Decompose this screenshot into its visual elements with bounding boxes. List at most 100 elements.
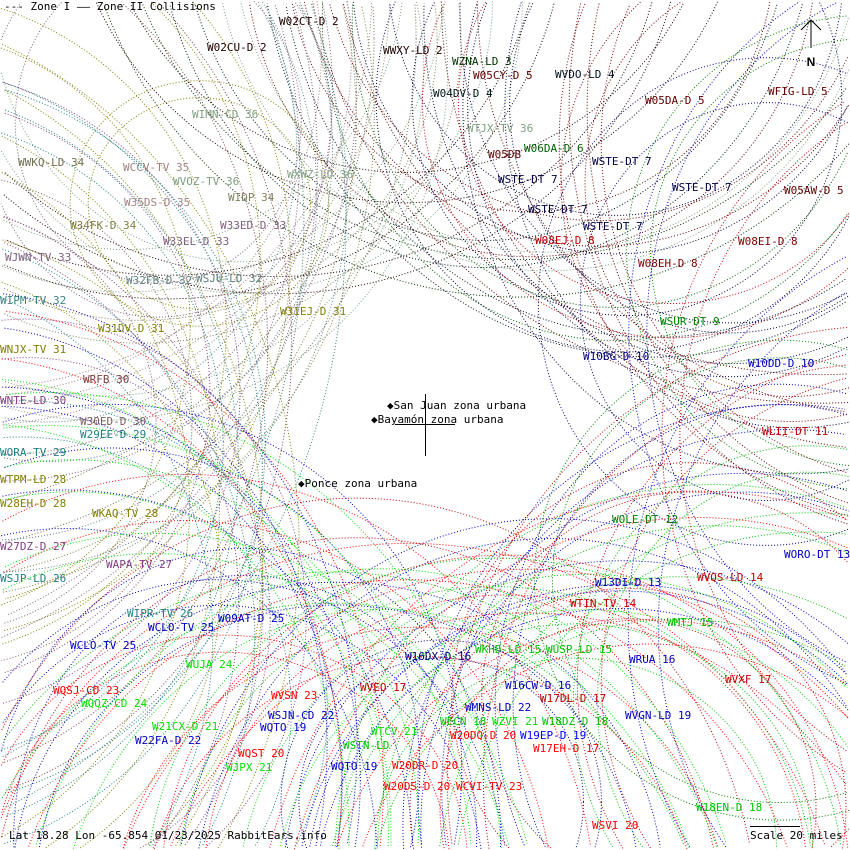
station-label[interactable]: W28EH-D 28 bbox=[0, 497, 67, 510]
station-label[interactable]: W16CW-D 16 bbox=[505, 679, 572, 692]
station-label[interactable]: WORA-TV 29 bbox=[0, 446, 67, 459]
station-label[interactable]: W35DS-D 35 bbox=[124, 196, 191, 209]
station-label[interactable]: W20DR-D 20 bbox=[392, 759, 459, 772]
station-label[interactable]: W04DV-D 4 bbox=[433, 87, 493, 100]
station-label[interactable]: WQST 20 bbox=[238, 747, 285, 760]
station-label[interactable]: W17EH-D 17 bbox=[533, 742, 600, 755]
station-label[interactable]: WZNA-LD 3 bbox=[452, 55, 512, 68]
station-label[interactable]: W20DQ-D 20 bbox=[450, 729, 517, 742]
station-label[interactable]: W21CX-D 21 bbox=[152, 720, 219, 733]
station-label[interactable]: WWKQ-LD 34 bbox=[18, 156, 85, 169]
station-label[interactable]: WJWN-TV 33 bbox=[5, 251, 72, 264]
station-label[interactable]: WSTE-DT 7 bbox=[528, 203, 588, 216]
station-label[interactable]: W31DV-D 31 bbox=[98, 322, 165, 335]
station-label[interactable]: W22FA-D 22 bbox=[135, 734, 202, 747]
station-label[interactable]: WMTJ 15 bbox=[667, 616, 714, 629]
station-label[interactable]: WTIN-TV 14 bbox=[570, 597, 637, 610]
station-label[interactable]: WIMN-CD 36 bbox=[192, 108, 259, 121]
station-label[interactable]: W33EL-D 33 bbox=[163, 235, 230, 248]
station-label[interactable]: W18DZ-D 18 bbox=[542, 715, 609, 728]
station-label[interactable]: WSTN-LD bbox=[343, 739, 390, 752]
station-label[interactable]: WKAQ-TV 28 bbox=[92, 507, 159, 520]
station-label[interactable]: WORO-DT 13 bbox=[784, 548, 850, 561]
station-label[interactable]: WVGN-LD 19 bbox=[625, 709, 692, 722]
city-marker[interactable]: ◆Bayamón zona urbana bbox=[371, 413, 504, 426]
station-label[interactable]: W19EP-D 19 bbox=[520, 729, 587, 742]
station-label[interactable]: WSJU-LD 32 bbox=[196, 272, 263, 285]
station-label[interactable]: WSTE-DT 7 bbox=[592, 155, 652, 168]
station-label[interactable]: WVXF 17 bbox=[725, 673, 772, 686]
station-label[interactable]: W09AT-D 25 bbox=[218, 612, 285, 625]
station-label[interactable]: WSTE-DT 7 bbox=[672, 181, 732, 194]
station-label[interactable]: WRFB 30 bbox=[83, 373, 130, 386]
station-label[interactable]: W17DL-D 17 bbox=[540, 692, 607, 705]
station-label[interactable]: W05CY-D 5 bbox=[473, 69, 533, 82]
station-label[interactable]: WKHD-LD 15 bbox=[475, 643, 542, 656]
station-label[interactable]: W10DD-D 10 bbox=[748, 357, 815, 370]
city-marker[interactable]: ◆San Juan zona urbana bbox=[387, 399, 527, 412]
station-label[interactable]: WXWZ-LD 36 bbox=[287, 168, 354, 181]
station-label[interactable]: WSVI 20 bbox=[592, 819, 639, 832]
station-label[interactable]: W08EJ-D 8 bbox=[535, 234, 595, 247]
station-label[interactable]: WTCV 21 bbox=[371, 725, 418, 738]
station-label[interactable]: W33ED-D 33 bbox=[220, 219, 287, 232]
station-label[interactable]: W18EN-D 18 bbox=[696, 801, 763, 814]
station-label[interactable]: W29EE-D 29 bbox=[80, 428, 147, 441]
station-label[interactable]: WUJA 24 bbox=[186, 658, 233, 671]
station-label[interactable]: W34FK-D 34 bbox=[70, 219, 137, 232]
station-label[interactable]: WFIG-LD 5 bbox=[768, 85, 828, 98]
station-label[interactable]: W10BG-D 10 bbox=[583, 350, 650, 363]
station-label[interactable]: WECN 18 bbox=[440, 715, 487, 728]
station-label[interactable]: WQTO 19 bbox=[331, 760, 378, 773]
station-label[interactable]: W16DX-D 16 bbox=[405, 650, 472, 663]
station-label[interactable]: WCCV-TV 35 bbox=[123, 161, 190, 174]
station-label[interactable]: WVOZ-TV 36 bbox=[173, 175, 240, 188]
station-label[interactable]: WVSN 23 bbox=[271, 689, 318, 702]
station-label[interactable]: WLII-DT 11 bbox=[762, 425, 829, 438]
station-label[interactable]: W27DZ-D 27 bbox=[0, 540, 67, 553]
station-label[interactable]: WCLO-TV 25 bbox=[70, 639, 137, 652]
station-label[interactable]: WSUR-DT 9 bbox=[660, 315, 720, 328]
station-label[interactable]: WAPA-TV 27 bbox=[106, 558, 173, 571]
station-label[interactable]: W32FB-D 32 bbox=[126, 274, 193, 287]
station-label[interactable]: W13DI-D 13 bbox=[595, 576, 662, 589]
station-label[interactable]: W06DA-D 6 bbox=[524, 142, 584, 155]
station-label[interactable]: WVQS-LD 14 bbox=[697, 571, 764, 584]
station-label[interactable]: W02CT-D 2 bbox=[279, 15, 339, 28]
station-label[interactable]: WZVI 21 bbox=[492, 715, 539, 728]
station-label[interactable]: WSJN-CD 22 bbox=[268, 709, 335, 722]
station-label[interactable]: W05DB bbox=[488, 148, 522, 161]
station-label[interactable]: WOLE-DT 12 bbox=[612, 513, 679, 526]
station-label[interactable]: WSTE-DT 7 bbox=[583, 220, 643, 233]
station-label[interactable]: WCVI-TV 23 bbox=[456, 780, 523, 793]
station-label[interactable]: WIDP 34 bbox=[228, 191, 275, 204]
station-label[interactable]: WIPM-TV 32 bbox=[0, 294, 67, 307]
station-label[interactable]: WQSJ-CD 23 bbox=[53, 684, 120, 697]
station-label[interactable]: WNJX-TV 31 bbox=[0, 343, 67, 356]
station-label[interactable]: WVEO 17 bbox=[360, 681, 407, 694]
station-label[interactable]: WUSP-LD 15 bbox=[546, 643, 613, 656]
station-label[interactable]: WRUA 16 bbox=[629, 653, 676, 666]
station-label[interactable]: WVDO-LD 4 bbox=[555, 68, 615, 81]
station-label[interactable]: WJPX 21 bbox=[226, 761, 273, 774]
station-label[interactable]: W20DS-D 20 bbox=[384, 780, 451, 793]
station-label[interactable]: WQQZ-CD 24 bbox=[81, 697, 148, 710]
station-label[interactable]: WSJP-LD 26 bbox=[0, 572, 67, 585]
station-label[interactable]: WTPM-LD 28 bbox=[0, 473, 67, 486]
station-label[interactable]: WTJX-TV 36 bbox=[467, 122, 534, 135]
station-label[interactable]: W31EJ-D 31 bbox=[280, 305, 347, 318]
station-label[interactable]: WSTE-DT 7 bbox=[498, 173, 558, 186]
station-label[interactable]: WNTE-LD 30 bbox=[0, 394, 67, 407]
station-label[interactable]: W08EI-D 8 bbox=[738, 235, 798, 248]
station-label[interactable]: WCLO-TV 25 bbox=[148, 621, 215, 634]
station-label[interactable]: W05DA-D 5 bbox=[645, 94, 705, 107]
station-label[interactable]: WQTO 19 bbox=[260, 721, 307, 734]
station-label[interactable]: W08EH-D 8 bbox=[638, 257, 698, 270]
station-label[interactable]: WWXY-LD 2 bbox=[383, 44, 443, 57]
station-label[interactable]: WIPR-TV 26 bbox=[127, 607, 194, 620]
city-marker[interactable]: ◆Ponce zona urbana bbox=[298, 477, 418, 490]
station-label[interactable]: W02CU-D 2 bbox=[207, 41, 267, 54]
station-label[interactable]: WMNS-LD 22 bbox=[465, 701, 532, 714]
station-label[interactable]: W30ED-D 30 bbox=[80, 415, 147, 428]
